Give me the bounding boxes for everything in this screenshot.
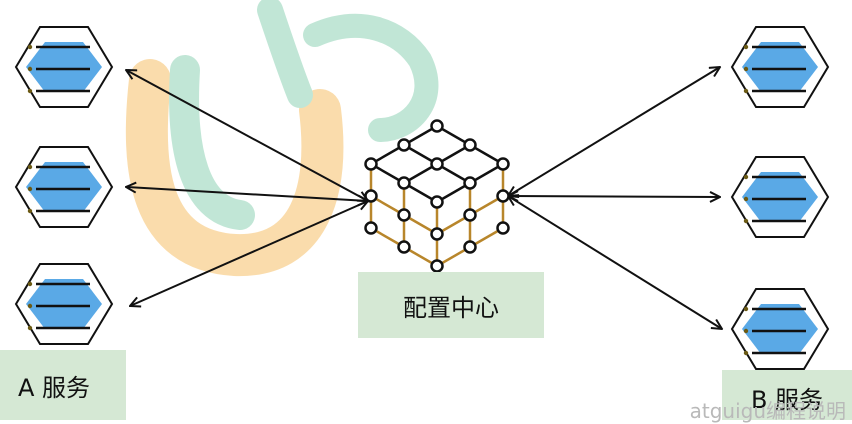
connection-arrows — [126, 67, 722, 329]
service-b-node-3 — [730, 287, 830, 371]
config-center-cube-icon — [364, 119, 510, 273]
watermark-logo — [125, 0, 439, 277]
service-a-label-text: A 服务 — [18, 373, 91, 402]
service-b-node-2 — [730, 155, 830, 239]
service-a-node-3 — [14, 262, 114, 346]
service-a-node-1 — [14, 25, 114, 109]
config-center-label: 配置中心 — [358, 272, 544, 338]
service-a-label: A 服务 — [0, 350, 126, 420]
arrow-config-b2 — [508, 196, 720, 197]
arrow-a3-config — [130, 201, 368, 306]
watermark-text: atguigu编程说明 — [689, 399, 846, 423]
service-a-node-2 — [14, 145, 114, 229]
service-b-node-1 — [730, 25, 830, 109]
service-b-label-text: B 服务 — [750, 386, 824, 414]
service-b-label: B 服务 — [722, 370, 852, 420]
arrow-config-b3 — [508, 196, 722, 329]
arrow-a1-config — [126, 70, 368, 201]
arrow-config-b1 — [508, 67, 720, 196]
config-center-label-text: 配置中心 — [403, 293, 499, 322]
arrow-a2-config — [126, 187, 368, 201]
